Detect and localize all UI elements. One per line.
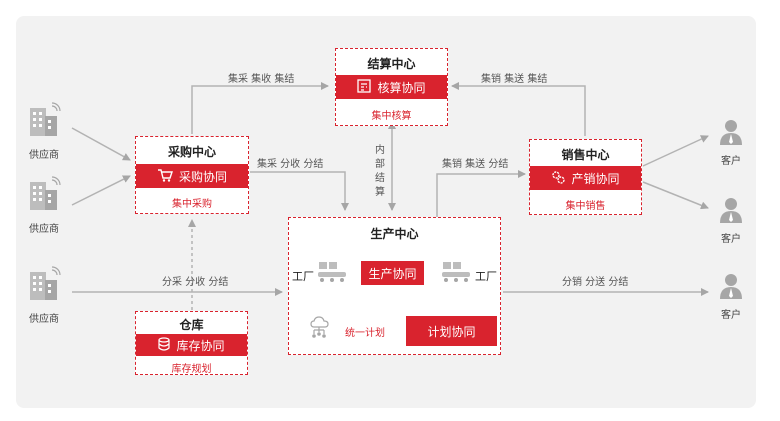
warehouse-title: 仓库 bbox=[179, 318, 204, 332]
flow-label-production-customer: 分销 分送 分结 bbox=[562, 277, 629, 288]
calculator-icon bbox=[357, 78, 372, 96]
production-center-box: 生产中心 工厂 生产协同 工厂 统一计划 计划协同 bbox=[288, 217, 501, 355]
settlement-center-sub: 集中核算 bbox=[371, 111, 412, 122]
flow-label-purchase-settlement: 集采 集收 集结 bbox=[228, 74, 295, 85]
settlement-center-title: 结算中心 bbox=[367, 57, 416, 71]
cart-icon bbox=[157, 168, 173, 185]
flow-label-inner-settlement: 内 部 结 算 bbox=[375, 145, 385, 198]
arrow-sales-customer2 bbox=[642, 181, 709, 210]
customer-person-icon bbox=[718, 196, 744, 228]
arrow-purchase-production bbox=[250, 171, 349, 211]
arrow-supplier2-purchase bbox=[71, 175, 131, 206]
sales-center-box: 销售中心 产销协同 集中销售 bbox=[529, 139, 642, 215]
production-collab-button[interactable]: 生产协同 bbox=[361, 261, 424, 285]
flow-label-supplier-production: 分采 分收 分结 bbox=[162, 277, 229, 288]
purchase-center-title: 采购中心 bbox=[167, 145, 216, 159]
arrow-sales-settlement bbox=[451, 82, 586, 136]
arrow-purchase-settlement bbox=[191, 82, 329, 134]
factory-left-label: 工厂 bbox=[292, 270, 314, 283]
flow-label-purchase-production: 集采 分收 分结 bbox=[257, 159, 324, 170]
conveyor-right-icon bbox=[441, 260, 471, 290]
sales-collab-bar: 产销协同 bbox=[530, 166, 641, 190]
customer-person-icon bbox=[718, 118, 744, 150]
supplier-building-icon bbox=[26, 266, 62, 306]
customer-label: 客户 bbox=[721, 156, 741, 167]
supplier-building-icon bbox=[26, 102, 62, 142]
arrow-sales-customer1 bbox=[642, 135, 709, 167]
flow-label-production-sales: 集销 集送 分结 bbox=[442, 159, 509, 170]
plan-collab-button[interactable]: 计划协同 bbox=[406, 316, 497, 346]
factory-right-label: 工厂 bbox=[475, 270, 497, 283]
production-center-title: 生产中心 bbox=[370, 227, 419, 241]
arrow-production-sales bbox=[436, 170, 526, 218]
customer-label: 客户 bbox=[721, 310, 741, 321]
settlement-collab-bar: 核算协同 bbox=[336, 75, 447, 99]
inventory-collab-bar: 库存协同 bbox=[136, 334, 247, 356]
supplier-label: 供应商 bbox=[29, 224, 59, 235]
arrow-supplier1-purchase bbox=[71, 127, 131, 161]
unified-plan-label: 统一计划 bbox=[345, 328, 385, 339]
conveyor-left-icon bbox=[317, 260, 347, 290]
gears-icon bbox=[551, 170, 566, 187]
purchase-center-box: 采购中心 采购协同 集中采购 bbox=[135, 136, 249, 214]
sales-collab-label: 产销协同 bbox=[571, 171, 620, 186]
supplier-label: 供应商 bbox=[29, 314, 59, 325]
supplier-label: 供应商 bbox=[29, 150, 59, 161]
cloud-network-icon bbox=[309, 316, 331, 344]
supplier-building-icon bbox=[26, 176, 62, 216]
purchase-center-sub: 集中采购 bbox=[172, 199, 212, 210]
sales-center-sub: 集中销售 bbox=[565, 201, 606, 212]
sales-center-title: 销售中心 bbox=[561, 148, 610, 162]
settlement-center-box: 结算中心 核算协同 集中核算 bbox=[335, 48, 448, 126]
warehouse-sub: 库存规划 bbox=[171, 364, 212, 375]
purchase-collab-bar: 采购协同 bbox=[136, 164, 248, 188]
customer-label: 客户 bbox=[721, 234, 741, 245]
inventory-collab-label: 库存协同 bbox=[176, 338, 225, 353]
settlement-collab-label: 核算协同 bbox=[377, 80, 426, 95]
database-icon bbox=[158, 336, 171, 354]
warehouse-box: 仓库 库存协同 库存规划 bbox=[135, 311, 248, 375]
flow-label-sales-settlement: 集销 集送 集结 bbox=[481, 74, 548, 85]
customer-person-icon bbox=[718, 272, 744, 304]
purchase-collab-label: 采购协同 bbox=[178, 169, 227, 184]
